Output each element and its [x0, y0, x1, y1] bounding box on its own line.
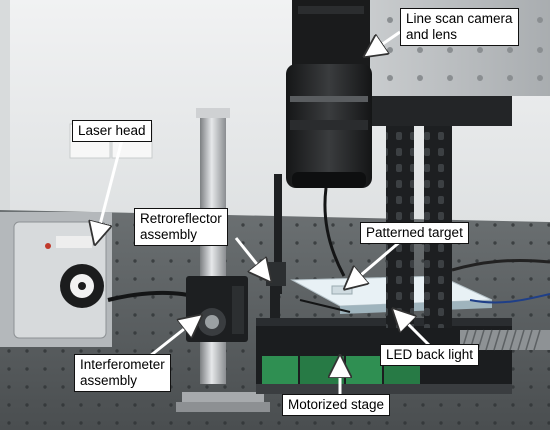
label-patterned-target-text: Patterned target — [366, 225, 463, 240]
label-line-scan-camera: Line scan camera and lens — [400, 8, 519, 46]
label-line-scan-camera-line2: and lens — [406, 27, 458, 42]
label-motorized-stage-text: Motorized stage — [288, 397, 385, 412]
label-retroreflector: Retroreflector assembly — [134, 208, 228, 246]
label-interferometer-line2: assembly — [80, 373, 138, 388]
label-retroreflector-line1: Retroreflector — [140, 211, 222, 226]
retroreflector-rod — [274, 174, 282, 294]
label-led-back-light: LED back light — [380, 344, 480, 366]
label-patterned-target: Patterned target — [360, 222, 469, 244]
label-laser-head: Laser head — [72, 120, 152, 142]
interferometer-post — [200, 114, 226, 384]
label-interferometer-line1: Interferometer — [80, 357, 165, 372]
label-laser-head-text: Laser head — [78, 123, 146, 138]
patterned-target — [331, 285, 353, 295]
label-interferometer: Interferometer assembly — [74, 354, 171, 392]
label-line-scan-camera-line1: Line scan camera — [406, 11, 513, 26]
stage-guide-rail — [262, 356, 298, 384]
label-led-back-light-text: LED back light — [386, 347, 474, 362]
label-retroreflector-line2: assembly — [140, 227, 198, 242]
label-motorized-stage: Motorized stage — [282, 394, 391, 416]
